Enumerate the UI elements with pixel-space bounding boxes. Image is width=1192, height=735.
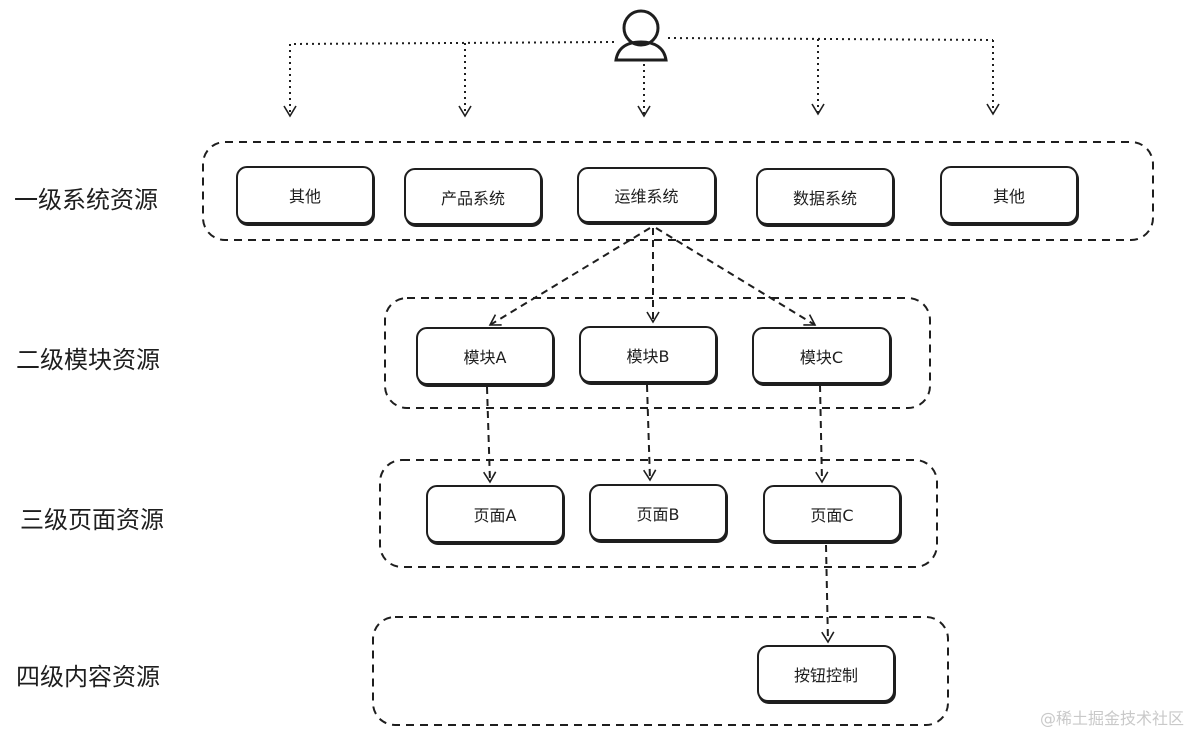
group-level-2 — [384, 297, 931, 409]
arrow-module-a-to-page-a — [483, 386, 497, 484]
node-module-a: 模块A — [416, 327, 554, 385]
level-label-4: 四级内容资源 — [16, 663, 160, 691]
arrow-page-c-to-button — [821, 544, 835, 644]
node-sys-other-1: 其他 — [236, 166, 374, 224]
node-sys-product: 产品系统 — [404, 168, 542, 225]
group-level-4 — [372, 616, 949, 726]
user-distribution-lines — [283, 37, 1000, 118]
group-level-3 — [379, 459, 938, 568]
node-module-b: 模块B — [579, 326, 717, 383]
node-page-a: 页面A — [426, 485, 564, 543]
group-level-1 — [202, 141, 1154, 241]
level-label-3: 三级页面资源 — [20, 506, 164, 534]
arrow-ops-to-module-c — [655, 227, 817, 326]
node-sys-data: 数据系统 — [756, 168, 894, 225]
node-button-control: 按钮控制 — [757, 645, 895, 702]
user-icon — [614, 9, 668, 62]
watermark: @稀土掘金技术社区 — [1039, 709, 1184, 728]
node-module-c: 模块C — [752, 327, 891, 384]
arrow-ops-to-module-a — [488, 227, 651, 326]
node-page-c: 页面C — [763, 485, 901, 542]
node-sys-ops: 运维系统 — [577, 167, 716, 223]
level-label-2: 二级模块资源 — [16, 346, 160, 374]
arrow-module-c-to-page-c — [815, 384, 829, 484]
level-label-1: 一级系统资源 — [14, 186, 158, 214]
node-sys-other-2: 其他 — [940, 166, 1078, 224]
arrow-module-b-to-page-b — [643, 384, 657, 482]
node-page-b: 页面B — [589, 484, 727, 541]
